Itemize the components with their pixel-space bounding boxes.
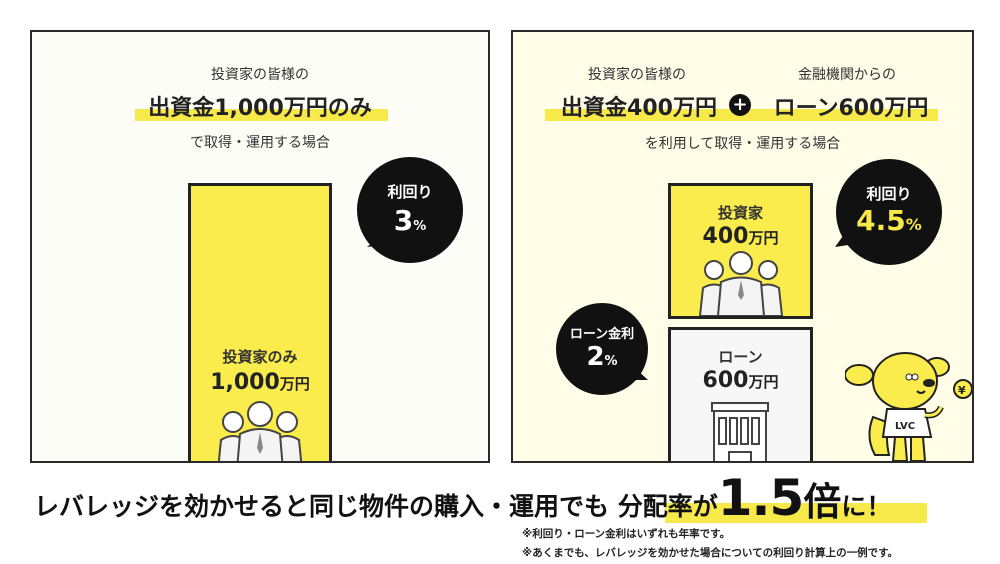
loan-rate-value: 2 — [586, 342, 605, 372]
investor-only-bar: 投資家のみ 1,000万円 — [188, 183, 332, 461]
headline-highlight-text: 分配率が — [617, 492, 718, 521]
loan-box-label: ローン — [718, 348, 763, 366]
headline-prefix: レバレッジを効かせると同じ物件の購入・運用でも — [34, 492, 610, 521]
headline-suffix: に！ — [841, 492, 892, 521]
note-example-only: ※あくまでも、レバレッジを効かせた場合についての利回り計算上の一例です。 — [522, 547, 899, 559]
loan-box-unit: 万円 — [748, 373, 779, 391]
right-investor-heading: 投資家の皆様の — [588, 67, 686, 83]
right-yield-bubble: 利回り 4.5% — [836, 159, 942, 265]
right-bank-heading: 金融機関からの — [798, 67, 896, 83]
left-yield-title: 利回り — [387, 183, 433, 201]
left-highlight — [135, 109, 388, 121]
investor-box: 投資家 400万円 — [668, 183, 813, 319]
right-yield-unit: % — [905, 215, 922, 234]
investor-only-amount: 1,000 — [210, 370, 280, 395]
loan-box-amount: 600 — [702, 368, 749, 393]
loan-rate-bubble: ローン金利 2% — [556, 303, 648, 395]
loan-rate-title: ローン金利 — [569, 327, 635, 342]
left-heading-line1: 投資家の皆様の — [211, 67, 309, 83]
headline: レバレッジを効かせると同じ物件の購入・運用でも 分配率が1.5倍に！ — [34, 470, 891, 535]
left-heading-line3: で取得・運用する場合 — [190, 135, 330, 151]
investors-people-icon — [217, 401, 303, 461]
investor-box-label: 投資家 — [717, 204, 763, 222]
investors-people-icon — [698, 251, 784, 316]
note-annual-rate: ※利回り・ローン金利はいずれも年率です。 — [522, 528, 731, 540]
bank-building-icon — [711, 402, 769, 461]
plus-icon: + — [729, 94, 751, 116]
right-yield-title: 利回り — [866, 185, 912, 203]
headline-number: 1.5 — [717, 469, 805, 527]
investor-box-amount: 400 — [702, 224, 749, 249]
headline-highlight — [665, 503, 927, 523]
yen-coin-icon — [953, 379, 972, 399]
mascot-shirt-text: LVC — [895, 421, 915, 432]
mascot-dog-icon: LVC ¥ — [845, 352, 972, 461]
svg-text:¥: ¥ — [958, 384, 966, 397]
left-yield-unit: % — [413, 219, 427, 234]
investor-box-unit: 万円 — [748, 229, 779, 247]
left-heading-amount: 出資金1,000万円のみ — [148, 96, 372, 121]
right-investor-amount: 出資金400万円 — [561, 96, 717, 121]
right-loan-amount: ローン600万円 — [773, 96, 929, 121]
loan-box: ローン 600万円 — [668, 327, 813, 461]
investor-only-label: 投資家のみ — [222, 348, 298, 366]
right-yield-value: 4.5 — [856, 204, 906, 237]
left-panel-no-leverage: 投資家の皆様の 出資金1,000万円のみ で取得・運用する場合 投資家のみ 1,… — [30, 30, 490, 463]
right-panel-leverage: 投資家の皆様の 金融機関からの 出資金400万円 + ローン600万円 を利用し… — [511, 30, 974, 463]
loan-rate-unit: % — [604, 354, 618, 369]
left-yield-bubble: 利回り 3% — [357, 157, 463, 263]
investor-only-unit: 万円 — [279, 375, 310, 393]
headline-unit: 倍 — [803, 480, 842, 524]
right-heading-line3: を利用して取得・運用する場合 — [644, 136, 841, 152]
left-yield-value: 3 — [393, 204, 414, 237]
